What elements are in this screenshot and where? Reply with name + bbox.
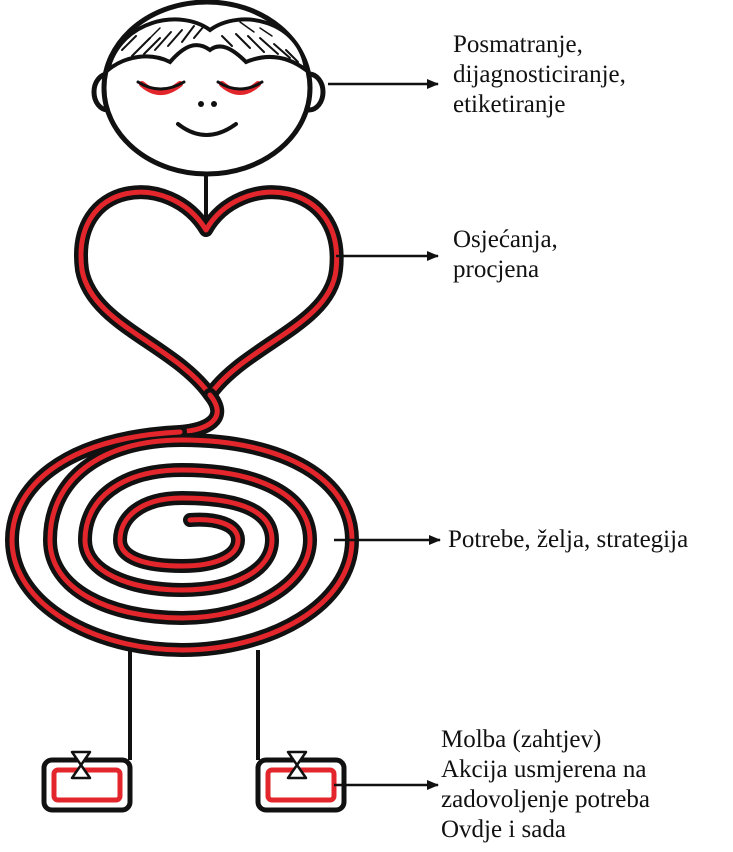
label-line: Osjećanja, [453, 225, 558, 255]
heart [81, 192, 337, 395]
arrows [328, 84, 440, 785]
label-line: etiketiranje [453, 90, 626, 120]
label-line: dijagnosticiranje, [453, 60, 626, 90]
label-line: procjena [453, 255, 558, 285]
label-feelings: Osjećanja, procjena [453, 225, 558, 285]
label-line: Ovdje i sada [441, 815, 650, 845]
label-line: Posmatranje, [453, 30, 626, 60]
label-line: Molba (zahtjev) [441, 725, 650, 755]
heart-spiral-connector [180, 395, 217, 432]
label-line: zadovoljenje potreba [441, 785, 650, 815]
right-foot [258, 752, 344, 810]
label-needs: Potrebe, želja, strategija [448, 525, 688, 555]
head [94, 2, 323, 174]
label-line: Potrebe, želja, strategija [448, 525, 688, 555]
spiral [12, 432, 352, 650]
label-observation: Posmatranje, dijagnosticiranje, etiketir… [453, 30, 626, 120]
legs [130, 650, 258, 760]
label-request: Molba (zahtjev) Akcija usmjerena na zado… [441, 725, 650, 845]
label-line: Akcija usmjerena na [441, 755, 650, 785]
left-foot [44, 752, 130, 810]
